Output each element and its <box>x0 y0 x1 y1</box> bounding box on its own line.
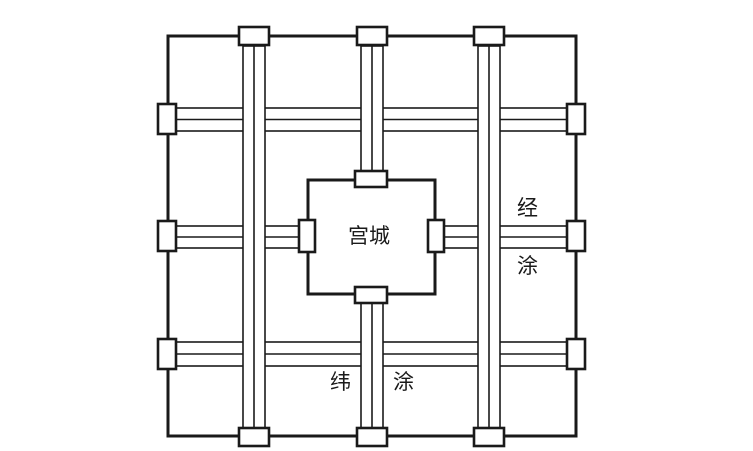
jingtu-label-char-2: 涂 <box>517 254 538 278</box>
vertical-roads <box>242 45 501 429</box>
gate-east-top <box>565 102 587 136</box>
weitu-label-char-1: 纬 <box>330 370 351 394</box>
gate-west-top <box>156 102 178 136</box>
jingtu-label-char-1: 经 <box>517 196 538 220</box>
gate-east-bottom <box>565 337 587 371</box>
gate-west-middle <box>156 219 178 253</box>
gate-south-right <box>472 426 506 448</box>
gate-north-center <box>355 25 389 47</box>
palace-label: 宫城 <box>348 224 390 248</box>
gate-east-middle <box>565 219 587 253</box>
palace-gate-south <box>353 285 389 305</box>
horizontal-road-middle-left <box>175 225 303 249</box>
vertical-road-center-bottom <box>360 301 384 429</box>
palace-gate-west <box>297 218 317 254</box>
gate-north-right <box>472 25 506 47</box>
palace-gate-north <box>353 169 389 189</box>
gate-south-left <box>237 426 271 448</box>
vertical-road-right <box>477 45 501 429</box>
outer-gates <box>156 25 587 448</box>
palace-gate-east <box>426 218 446 254</box>
weitu-label-char-2: 涂 <box>393 370 414 394</box>
vertical-road-left <box>242 45 266 429</box>
gate-south-center <box>355 426 389 448</box>
palace-gates <box>297 169 446 305</box>
horizontal-road-middle-right <box>440 225 570 249</box>
gate-west-bottom <box>156 337 178 371</box>
vertical-road-center-top <box>360 45 384 173</box>
gate-north-left <box>237 25 271 47</box>
